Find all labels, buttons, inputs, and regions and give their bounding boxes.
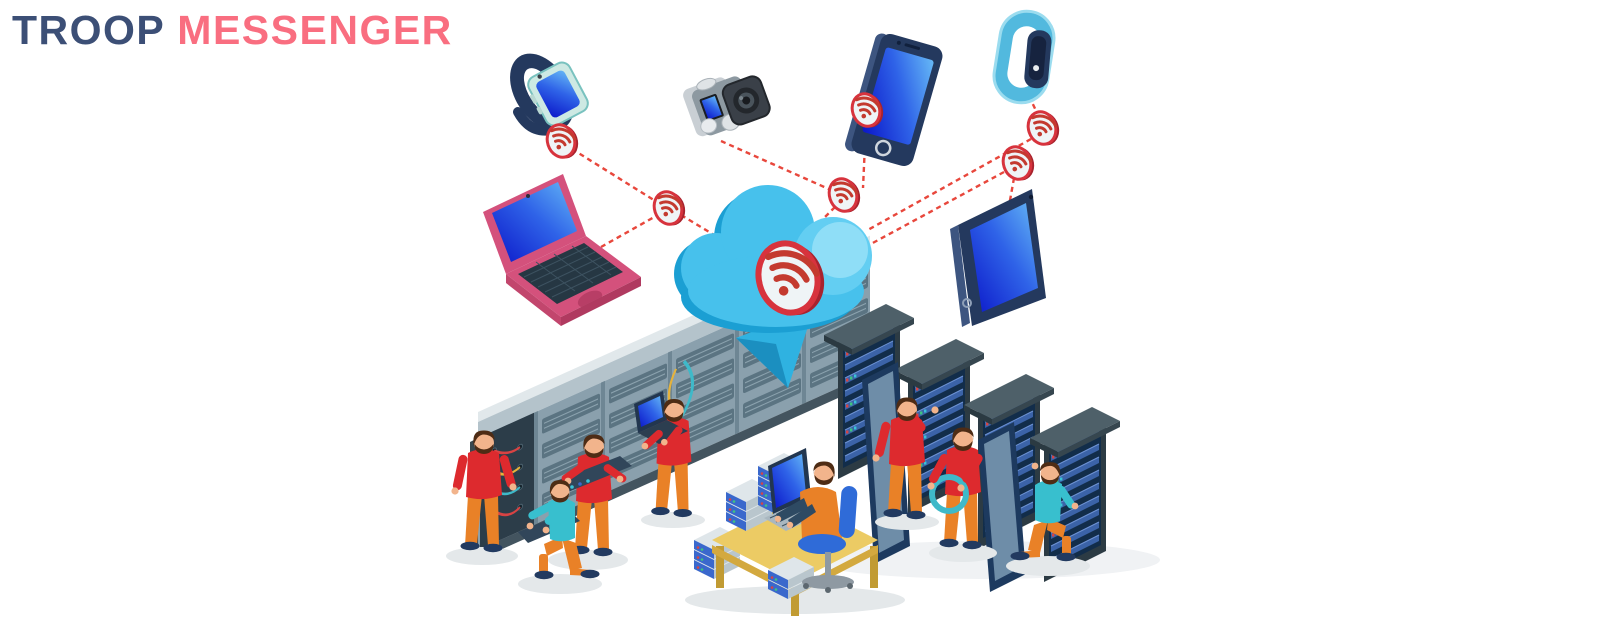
technician-reaching-rack <box>872 397 939 520</box>
server-blade <box>556 456 632 492</box>
fitness-band-icon <box>992 9 1056 105</box>
chair-back <box>838 486 858 538</box>
smartwatch-icon <box>510 53 589 136</box>
cloud-wifi-badge <box>748 240 825 316</box>
logo-messenger: MESSENGER <box>177 7 453 53</box>
wifi-badge-laptop <box>649 187 690 230</box>
tablet-icon <box>950 189 1046 327</box>
action-camera-icon <box>683 75 771 137</box>
technician-kneeling-left <box>518 480 600 580</box>
logo-troop: TROOP <box>12 7 166 53</box>
laptop-icon <box>483 174 641 326</box>
wifi-badge-tablet <box>998 142 1039 185</box>
operator <box>774 461 858 593</box>
wifi-cloud <box>674 185 872 333</box>
technician-with-cable-coil <box>927 427 983 550</box>
wifi-badge-camera <box>824 174 865 217</box>
technician-with-laptop <box>634 391 692 518</box>
technician-kneeling-right <box>1010 462 1079 562</box>
cable-coil <box>929 474 969 514</box>
rack-cable-teal <box>680 359 694 417</box>
chair-seat <box>798 534 846 554</box>
desk-monitor <box>768 448 811 515</box>
operator-workstation <box>685 448 905 616</box>
wifi-badge-band <box>1023 107 1064 150</box>
technician-standing-left <box>451 430 517 553</box>
